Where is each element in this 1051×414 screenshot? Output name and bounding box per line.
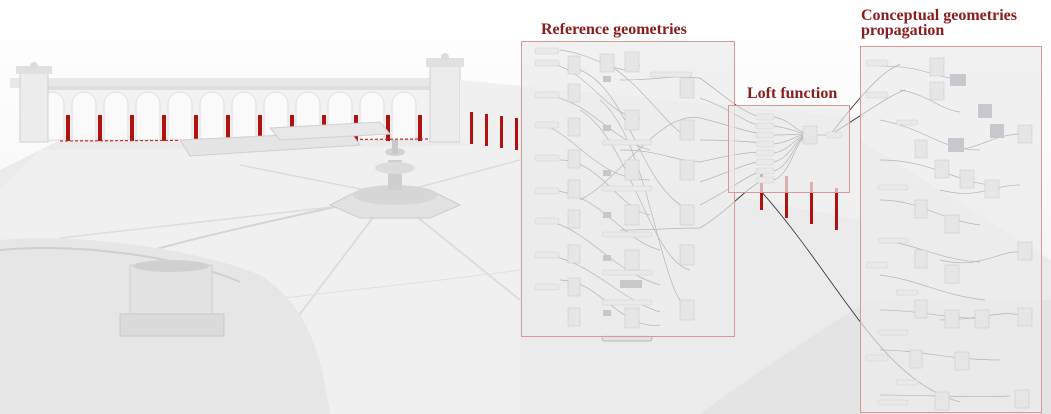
reference-geometries-panel	[521, 41, 735, 337]
loft-function-title: Loft function	[747, 85, 838, 102]
corner-tower-right	[426, 53, 464, 143]
loft-function-panel	[728, 105, 850, 193]
garden-beds	[179, 121, 392, 157]
conceptual-title-line1: Conceptual geometries	[861, 7, 1017, 24]
rooftop-chimney	[119, 260, 225, 337]
conceptual-geometries-panel	[860, 46, 1042, 413]
conceptual-title-line2: propagation	[861, 22, 945, 39]
fountain	[328, 140, 462, 219]
reference-geometries-title: Reference geometries	[541, 21, 687, 38]
cloister-arcade	[10, 78, 460, 142]
corner-tower-left	[16, 62, 52, 143]
conceptual-geometries-title: Conceptual geometries propagation	[861, 7, 1051, 39]
